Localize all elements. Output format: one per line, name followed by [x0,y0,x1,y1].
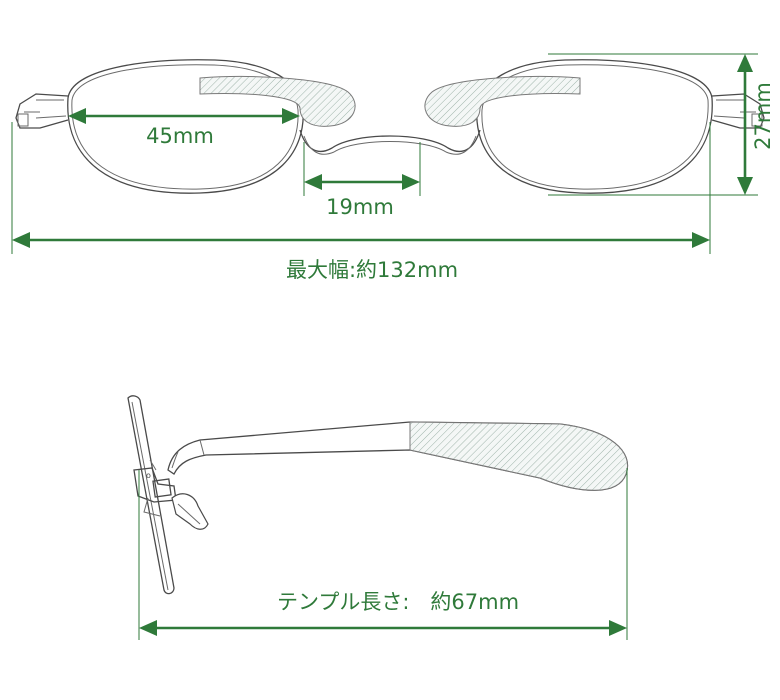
temple-length-label: テンプル長さ: 約67mm [277,590,519,614]
glasses-side-view: o [127,395,629,595]
max-width-dimension: 最大幅:約132mm [12,232,710,282]
bridge [299,129,481,155]
max-width-label: 最大幅:約132mm [286,258,458,282]
lens-height-dimension: 27mm [737,54,775,195]
temple-length-dimension: テンプル長さ: 約67mm [139,590,627,636]
right-nose-pad [424,76,581,127]
side-lens-edge [127,395,175,595]
side-extension-lines [138,468,628,640]
glasses-front-view [15,59,765,194]
left-nose-pad [199,76,356,127]
side-hinge: o [133,459,177,517]
temple-arm [167,421,629,491]
lens-width-label: 45mm [146,124,214,148]
lens-height-label: 27mm [751,82,775,150]
bridge-width-dimension: 19mm [304,174,420,219]
lens-width-dimension: 45mm [68,108,300,148]
front-extension-lines [11,53,758,254]
screw-marker: o [146,471,151,480]
side-nose-pad [171,493,209,530]
left-hinge [15,93,69,129]
bridge-width-label: 19mm [326,195,394,219]
